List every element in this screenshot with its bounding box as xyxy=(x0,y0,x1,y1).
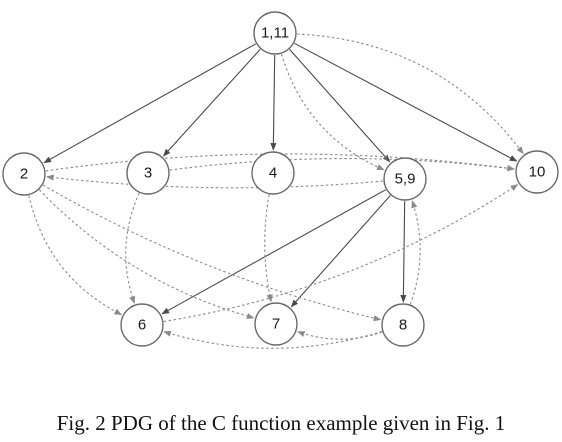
data-dependence-edge xyxy=(169,158,515,172)
node-label: 10 xyxy=(529,164,546,181)
data-dependence-edge xyxy=(296,33,524,155)
node-label: 2 xyxy=(20,166,28,183)
node-label: 8 xyxy=(399,317,407,334)
node-label: 5,9 xyxy=(395,171,416,188)
node-circle xyxy=(2,152,46,196)
data-dependence-edge xyxy=(42,184,382,322)
data-dependence-edge xyxy=(38,189,255,320)
node-circle xyxy=(251,151,295,195)
control-dependence-edge xyxy=(294,42,518,162)
data-dependence-edge xyxy=(46,174,384,189)
graph-node: 4 xyxy=(251,151,295,195)
data-dependence-edge xyxy=(409,200,421,305)
node-circle xyxy=(254,302,298,346)
node-circle xyxy=(120,303,164,347)
control-dependence-edge xyxy=(289,49,391,163)
figure-caption: Fig. 2 PDG of the C function example giv… xyxy=(56,411,506,435)
data-dependence-edge xyxy=(296,331,383,340)
node-circle xyxy=(126,151,170,195)
control-dependence-edge xyxy=(270,54,277,151)
graph-node: 8 xyxy=(381,303,425,347)
control-dependence-edge xyxy=(162,48,261,157)
node-circle xyxy=(383,157,427,201)
data-dependence-edge xyxy=(163,330,383,349)
control-dependence-edge xyxy=(400,200,407,303)
control-dependence-edge xyxy=(43,43,257,164)
node-circle xyxy=(381,303,425,347)
node-circle xyxy=(253,11,297,55)
control-dependence-edge xyxy=(161,189,387,315)
edges-layer xyxy=(28,33,524,349)
graph-node: 1,11 xyxy=(253,11,297,55)
data-dependence-edge xyxy=(163,184,519,323)
graph-node: 10 xyxy=(515,150,559,194)
data-dependence-edge xyxy=(28,195,123,316)
node-label: 4 xyxy=(269,165,277,182)
data-dependence-edge xyxy=(280,53,385,171)
node-label: 7 xyxy=(272,316,280,333)
graph-node: 6 xyxy=(120,303,164,347)
nodes-layer: 1,11 2 3 4 5,9 10 6 7 8 xyxy=(2,11,559,347)
graph-node: 7 xyxy=(254,302,298,346)
graph-node: 5,9 xyxy=(383,157,427,201)
pdg-diagram: 1,11 2 3 4 5,9 10 6 7 8 xyxy=(2,11,559,349)
data-dependence-edge xyxy=(125,192,140,305)
control-dependence-edge xyxy=(290,195,391,308)
graph-node: 2 xyxy=(2,152,46,196)
node-label: 3 xyxy=(144,165,152,182)
node-label: 1,11 xyxy=(261,25,289,42)
node-circle xyxy=(515,150,559,194)
data-dependence-edge xyxy=(264,194,273,303)
graph-node: 3 xyxy=(126,151,170,195)
node-label: 6 xyxy=(138,317,146,334)
